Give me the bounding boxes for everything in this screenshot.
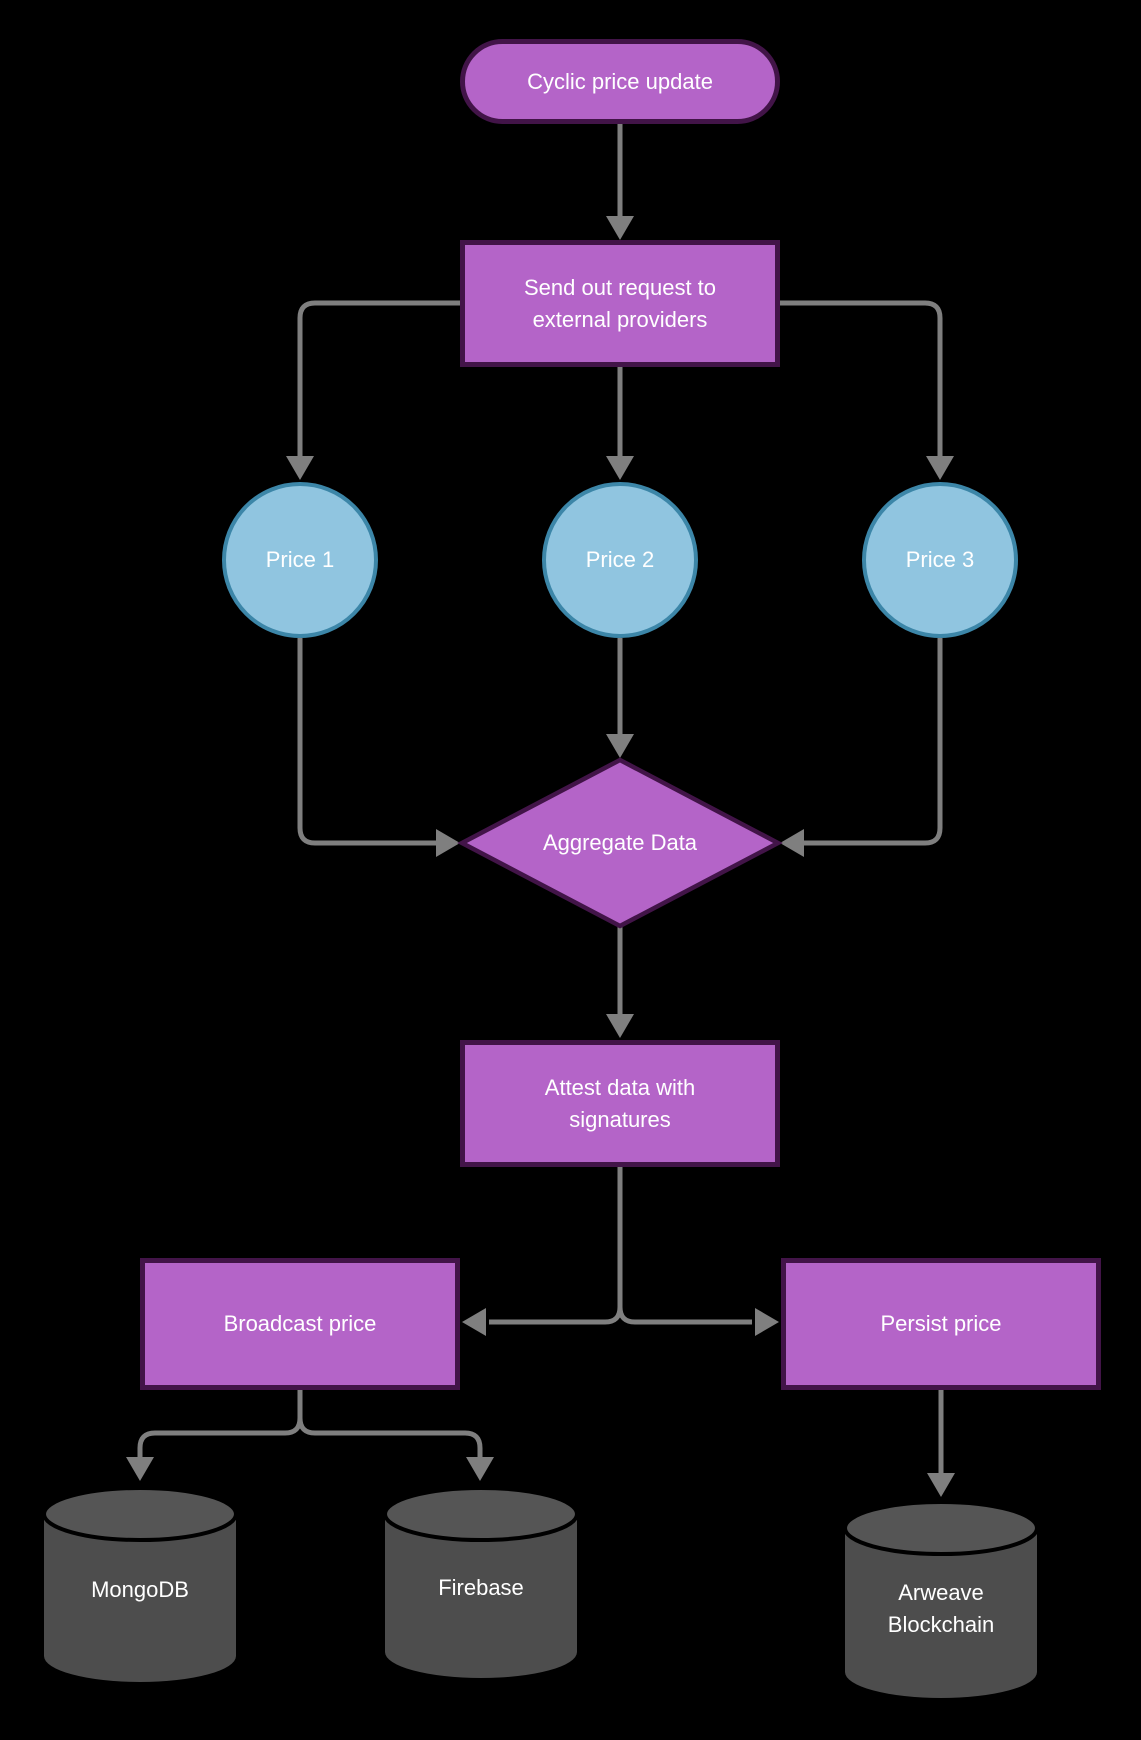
- node-mongodb: MongoDB: [42, 1486, 238, 1686]
- diamond-shape: [457, 757, 783, 929]
- node-label: Price 3: [905, 547, 975, 573]
- database-cylinder-shape: [383, 1486, 579, 1678]
- arrowhead-icon: [780, 829, 804, 857]
- arrowhead-icon: [606, 734, 634, 758]
- arrowhead-icon: [755, 1308, 779, 1336]
- arrowhead-icon: [606, 1014, 634, 1038]
- arrowhead-icon: [606, 216, 634, 240]
- node-label: MongoDB: [91, 1576, 189, 1602]
- edge-price1-aggregate: [297, 638, 439, 846]
- node-label: Persist price: [880, 1311, 1002, 1337]
- edge-attest-broadcast: [489, 1167, 623, 1325]
- node-price-3: Price 3: [862, 482, 1018, 638]
- node-aggregate-data: Aggregate Data: [456, 754, 784, 932]
- node-send-out-request: Send out request to external providers: [460, 240, 780, 367]
- arrowhead-icon: [286, 456, 314, 480]
- edge-broadcast-firebase: [297, 1390, 483, 1460]
- arrowhead-icon: [926, 456, 954, 480]
- node-label: Aggregate Data: [542, 830, 698, 856]
- edge-send-request-price3: [780, 300, 943, 459]
- node-label: Broadcast price: [223, 1311, 377, 1337]
- edge-send-request-price1: [297, 300, 460, 459]
- node-label: Price 1: [265, 547, 335, 573]
- node-attest-data: Attest data with signatures: [460, 1040, 780, 1167]
- node-label: Attest data with signatures: [544, 1074, 696, 1132]
- database-cylinder-shape: [843, 1500, 1039, 1698]
- node-price-2: Price 2: [542, 482, 698, 638]
- node-label: Send out request to external providers: [523, 274, 717, 332]
- arrowhead-icon: [126, 1457, 154, 1481]
- arrowhead-icon: [436, 829, 460, 857]
- node-cyclic-price-update: Cyclic price update: [460, 39, 780, 124]
- database-cylinder-shape: [42, 1486, 238, 1682]
- node-broadcast-price: Broadcast price: [140, 1258, 460, 1390]
- node-arweave-blockchain: Arweave Blockchain: [843, 1500, 1039, 1702]
- arrowhead-icon: [462, 1308, 486, 1336]
- node-persist-price: Persist price: [781, 1258, 1101, 1390]
- arrowhead-icon: [606, 456, 634, 480]
- node-label: Price 2: [585, 547, 655, 573]
- arrowhead-icon: [927, 1473, 955, 1497]
- node-label: Arweave Blockchain: [887, 1579, 995, 1637]
- edge-price3-aggregate: [801, 638, 943, 846]
- node-label: Cyclic price update: [527, 68, 713, 94]
- node-price-1: Price 1: [222, 482, 378, 638]
- arrowhead-icon: [466, 1457, 494, 1481]
- edge-attest-persist: [617, 1167, 752, 1325]
- edge-broadcast-mongodb: [137, 1390, 303, 1460]
- node-label: Firebase: [438, 1574, 524, 1600]
- node-firebase: Firebase: [383, 1486, 579, 1682]
